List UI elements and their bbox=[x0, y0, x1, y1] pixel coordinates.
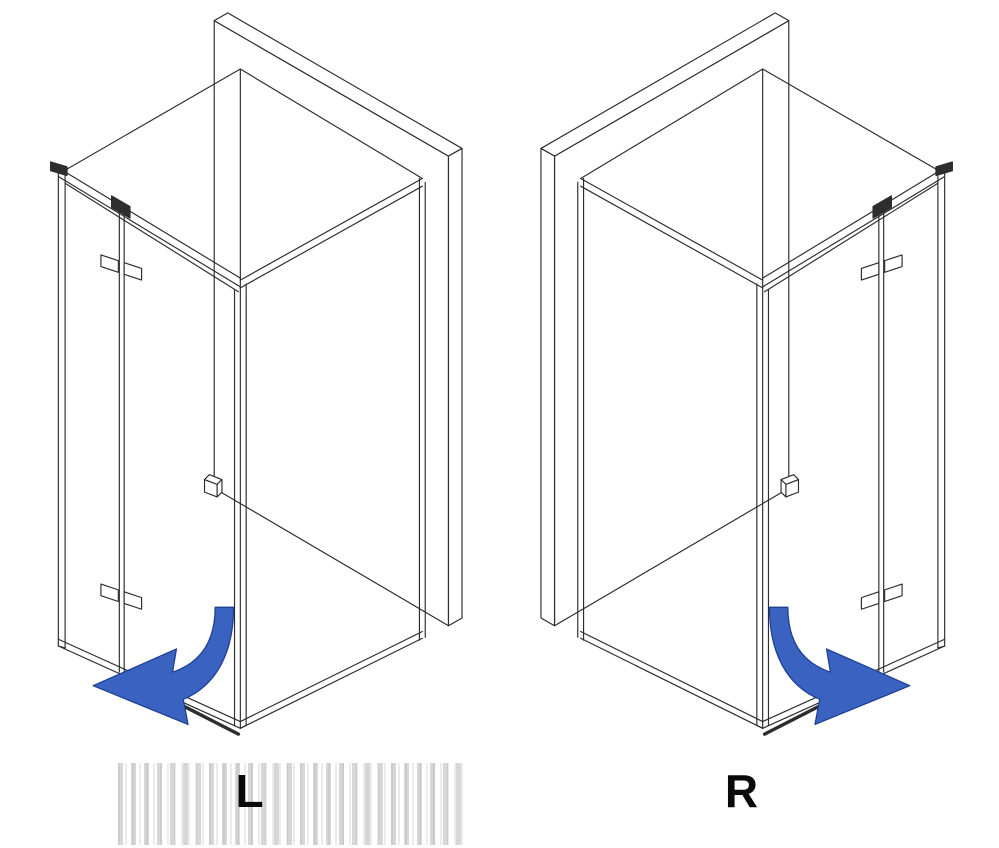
enclosure-drawing-mirrored bbox=[540, 11, 955, 736]
figure-label-right: R bbox=[724, 765, 759, 817]
scan-artifact bbox=[118, 763, 464, 845]
figure-label-left: L bbox=[235, 765, 264, 817]
enclosure-figure-right: R bbox=[540, 6, 995, 814]
enclosure-drawing bbox=[48, 11, 463, 736]
shower-enclosure-drawing-right bbox=[540, 11, 955, 736]
shower-enclosure-drawing-left bbox=[48, 11, 463, 736]
enclosure-figure-left: L bbox=[8, 6, 463, 814]
